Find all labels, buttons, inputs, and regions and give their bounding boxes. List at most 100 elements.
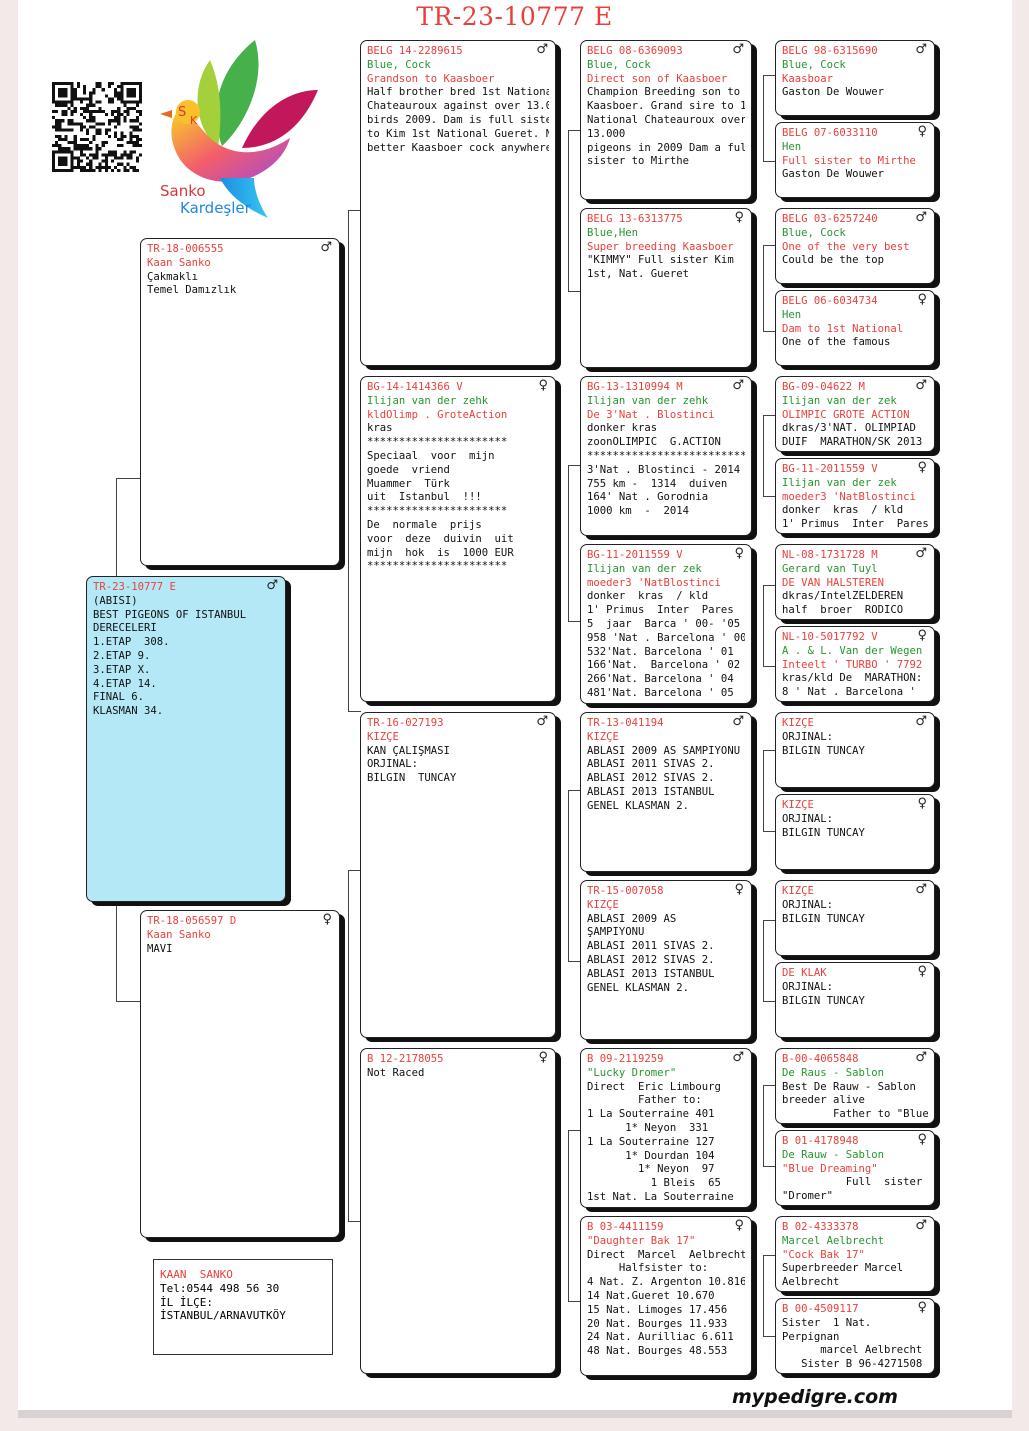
card-line: A . & L. Van der Wegen [782,644,923,657]
card-line: Blue,Hen [587,226,639,239]
male-symbol-icon: ♂ [915,378,927,393]
logo-head [176,100,200,124]
card-line: marcel Aelbrecht [782,1344,923,1357]
card-line: Gaston De Wouwer [782,168,885,181]
card-line: Direct Marcel Aelbrecht [587,1248,745,1261]
male-symbol-icon: ♂ [536,714,548,729]
connector-gen4-b [763,245,776,332]
card-line: GENEL KLASMAN 2. [587,799,690,812]
female-symbol-icon: ♀ [322,912,332,927]
card-line: ABLASI 2013 İSTANBUL [587,785,715,798]
card-line: ORJİNAL: [782,898,834,911]
card-line: Half brother bred 1st National [367,86,549,99]
card-line: voor deze duivin uit [367,532,514,545]
card-line: Direct son of Kaasboer [587,72,728,85]
card-line: ABLASI 2013 İSTANBUL [587,967,715,980]
card-line: ORJİNAL: [782,980,834,993]
card-line: 24 Nat. Aurilliac 6.611 [587,1331,734,1344]
card-line: BİLGİN TUNCAY [367,772,457,785]
card-line: ********************** [367,560,508,573]
card-line: De Rauw - Sablon [782,1148,885,1161]
qr-code-icon [52,82,142,172]
ring-number: KIZÇE [782,885,814,897]
card-line: Kaasboar [782,72,834,85]
female-symbol-icon: ♀ [734,1218,744,1233]
card-line: Speciaal voor mijn [367,449,495,462]
logo-tail [220,178,268,218]
connector-gen3-d [568,1130,581,1302]
male-symbol-icon: ♂ [915,210,927,225]
connector-gen2-upper [348,210,361,712]
card-line: BİLGİN TUNCAY [782,912,865,925]
card-line: ABLASI 2009 AS [587,912,677,925]
ring-number: B 00-4509117 [782,1303,859,1315]
card-line: Dam to 1st National [782,322,904,335]
card-line: ************************** [587,449,745,462]
card-line: Champion Breeding son to [587,86,741,99]
card-line: KLASMAN 34. [93,705,164,718]
card-line: 14 Nat.Gueret 10.670 [587,1289,715,1302]
card-line: Father to "Blue [782,1108,928,1121]
card-line: Marcel Aelbrecht [782,1234,885,1247]
card-line: ABLASI 2011 SİVAS 2. [587,940,715,953]
card-line: breeder alive [782,1094,865,1107]
ring-number: BG-11-2011559 V [782,463,878,475]
pedigree-card-gen3-7[interactable]: ♂B 09-2119259"Lucky Dromer"Direct Eric L… [580,1048,752,1208]
female-symbol-icon: ♀ [538,378,548,393]
ring-number: BG-09-04622 M [782,381,865,393]
card-line: 20 Nat. Bourges 11.933 [587,1317,728,1330]
ring-number: B-00-4065848 [782,1053,859,1065]
card-line: half broer RODICO [782,604,904,617]
pedigree-card-gen3-8[interactable]: ♀B 03-4411159"Daughter Bak 17"Direct Mar… [580,1216,752,1376]
card-line: Ilijan van der zehk [587,394,709,407]
card-line: Chateauroux against over 13.000 [367,100,549,113]
pedigree-card-subject[interactable]: ♂TR-23-10777 E(ABİSİ)BEST PİGEONS OF İST… [86,576,286,902]
card-line: Inteelt ' TURBO ' 7792 [782,658,923,671]
female-symbol-icon: ♀ [734,546,744,561]
card-line: Blue, Cock [782,226,846,239]
card-line: Gerard van Tuyl [782,562,878,575]
card-line: Super breeding Kaasboer [587,240,734,253]
card-line: Halfsister to: [587,1262,709,1275]
logo-body [171,108,290,182]
card-line: ********************** [367,436,508,449]
connector-gen3-c [568,790,581,962]
card-line: De 3'Nat . Blostinci [587,408,715,421]
connector-gen3-b [568,465,581,622]
male-symbol-icon: ♂ [915,1218,927,1233]
card-line: donker kras [587,422,658,435]
card-line: 532'Nat. Barcelona ' 01 [587,645,734,658]
pedigree-title: TR-23-10777 E [416,2,613,31]
card-line: Father to: [587,1094,702,1107]
card-line: BİLGİN TUNCAY [782,744,865,757]
ring-number: NL-10-5017792 V [782,631,878,643]
